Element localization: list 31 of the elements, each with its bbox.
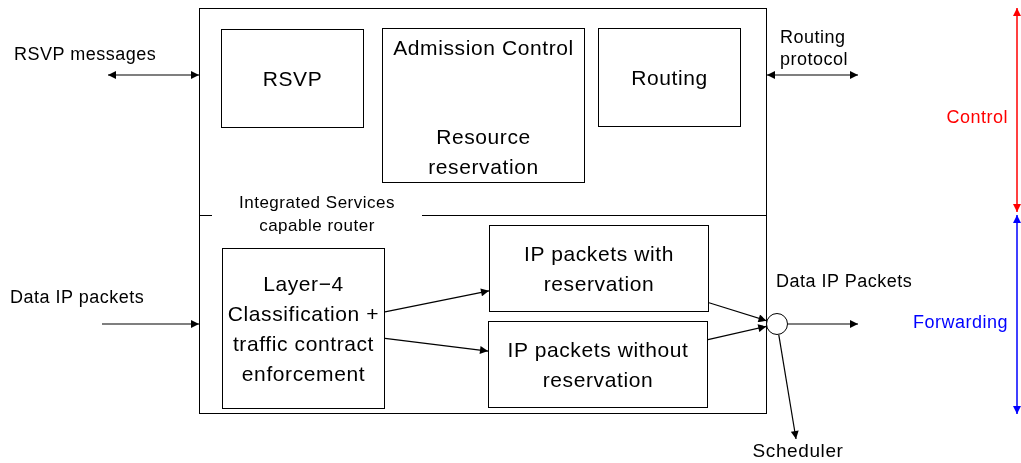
process-box	[382, 28, 585, 183]
node-text: Admission Control	[393, 35, 574, 61]
arrow	[384, 337, 489, 355]
process-box	[598, 28, 741, 127]
arrow	[384, 288, 490, 313]
node-text: RSVP	[262, 65, 323, 92]
process-box	[222, 248, 385, 409]
arrow	[787, 320, 859, 328]
edge-label: Data IP Packets	[776, 270, 914, 292]
arrow	[708, 302, 768, 323]
arrow	[778, 334, 799, 440]
router-box	[199, 8, 767, 414]
process-box	[489, 225, 709, 312]
arrow	[766, 71, 859, 79]
arrow	[707, 324, 767, 341]
node-text: Layer−4 Classification + traffic contract enforcement	[226, 270, 381, 387]
edge-label: Data IP packets	[10, 286, 146, 308]
section-label: Forwarding	[911, 311, 1008, 333]
node-text: IP packets without reservation	[506, 336, 690, 393]
process-box	[221, 29, 364, 128]
node-text: Routing	[631, 64, 708, 91]
node-text: IP packets with reservation	[523, 240, 675, 297]
edge-label: RSVP messages	[14, 43, 158, 65]
arrow	[101, 320, 200, 328]
edge-label: Routing protocol	[780, 26, 850, 70]
node-text: Resource reservation	[427, 124, 540, 180]
arrow	[107, 71, 200, 79]
node-text: Scheduler	[752, 439, 844, 463]
process-box	[488, 321, 708, 408]
scheduler-circle	[766, 313, 788, 335]
section-label: Control	[945, 106, 1008, 128]
